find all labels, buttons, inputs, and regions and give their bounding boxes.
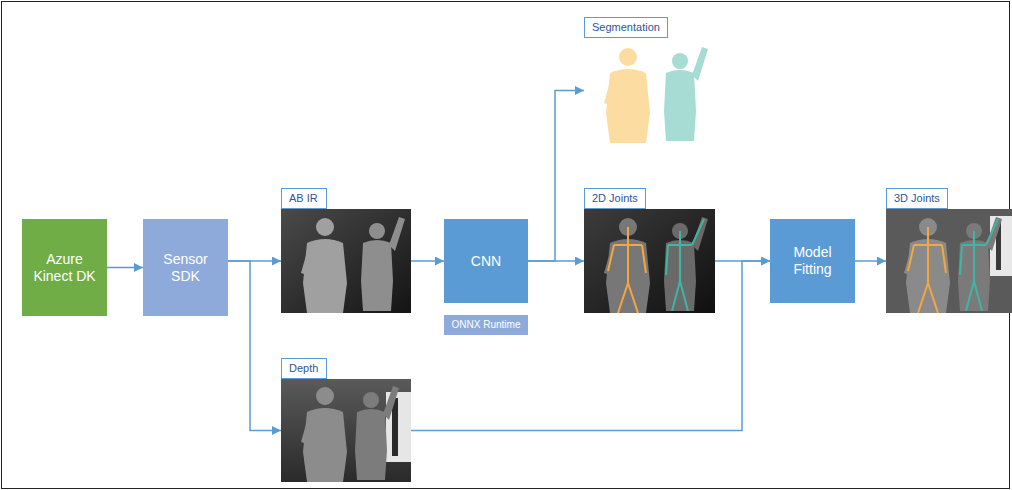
image-panel: Segmentation: [584, 17, 715, 143]
flow-arrow: [528, 260, 584, 262]
runtime-box: ONNX Runtime: [444, 315, 528, 335]
panel-heading: 2D Joints: [584, 188, 646, 209]
joints-2d-image: [584, 209, 715, 313]
panel-heading: AB IR: [281, 188, 327, 209]
person-figure: [604, 218, 650, 313]
box-label: ONNX Runtime: [452, 319, 521, 331]
joints-background: [584, 209, 715, 313]
box-label: CNN: [471, 253, 501, 270]
box-label: Model Fitting: [776, 244, 849, 278]
depth-background: [281, 379, 411, 482]
person-figure: [301, 387, 347, 482]
sdk-box: Sensor SDK: [143, 219, 228, 316]
image-panel: 2D Joints: [584, 188, 715, 313]
segmentation-background: [584, 38, 715, 143]
image-panel: Depth: [281, 358, 411, 482]
flow-arrow: [107, 267, 143, 269]
joints-3d-image: [886, 209, 1012, 313]
flow-arrow: [228, 261, 281, 431]
person-figure: [301, 218, 347, 313]
person-figure: [958, 217, 1002, 311]
image-panel: AB IR: [281, 188, 411, 313]
ir-background: [281, 209, 411, 313]
box-label: Sensor SDK: [149, 251, 222, 285]
person-figure: [361, 217, 405, 311]
person-figure: [355, 386, 399, 480]
person-figure: [664, 217, 708, 311]
joints-background: [886, 209, 1012, 313]
skeleton: [908, 227, 946, 313]
skeleton: [666, 219, 704, 311]
person-silhouette: [664, 47, 708, 141]
panel-heading: Segmentation: [584, 17, 668, 38]
box-label: Azure Kinect DK: [28, 251, 101, 285]
process-box: Model Fitting: [770, 219, 855, 303]
process-box: CNN: [444, 219, 528, 303]
segmentation-image: [584, 38, 715, 143]
person-silhouette: [604, 48, 650, 143]
ab-ir-image: [281, 209, 411, 313]
depth-image: [281, 379, 411, 482]
skeleton: [608, 227, 646, 313]
flow-arrow: [855, 260, 886, 262]
panel-heading: 3D Joints: [886, 188, 948, 209]
device-box: Azure Kinect DK: [22, 219, 107, 316]
flow-arrow: [528, 91, 584, 262]
skeleton: [960, 219, 998, 311]
image-panel: 3D Joints: [886, 188, 1012, 313]
flow-arrow: [411, 260, 444, 262]
panel-heading: Depth: [281, 358, 327, 379]
person-figure: [904, 218, 950, 313]
